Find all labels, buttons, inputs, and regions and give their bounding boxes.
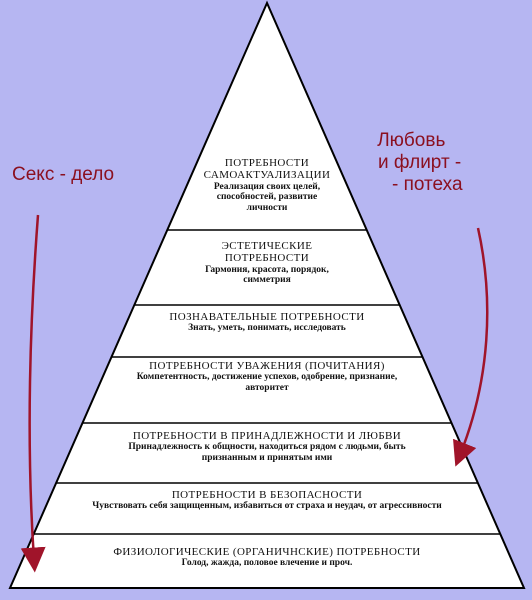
- tier-title: ПОТРЕБНОСТИ В ПРИНАДЛЕЖНОСТИ И ЛЮБВИ: [132, 430, 402, 442]
- right-note-line: - потеха: [392, 173, 463, 195]
- tier-safety: ПОТРЕБНОСТИ В БЕЗОПАСНОСТИ Чувствовать с…: [77, 489, 457, 512]
- tier-self-actualization: ПОТРЕБНОСТИ САМОАКТУАЛИЗАЦИИ Реализация …: [197, 157, 337, 214]
- tier-description: Голод, жажда, половое влечение и проч.: [181, 558, 353, 569]
- tier-title: ФИЗИОЛОГИЧЕСКИЕ (ОРГАНИЧНСКИЕ) ПОТРЕБНОС…: [113, 546, 421, 558]
- tier-description: Принадлежность к общности, находиться ря…: [128, 442, 406, 463]
- tier-description: Реализация своих целей, способностей, ра…: [213, 181, 321, 213]
- tier-description: Компетентность, достижение успехов, одоб…: [136, 372, 398, 393]
- tier-title: ПОЗНАВАТЕЛЬНЫЕ ПОТРЕБНОСТИ: [169, 311, 365, 323]
- tier-title: ЭСТЕТИЧЕСКИЕ ПОТРЕБНОСТИ: [221, 240, 313, 265]
- tier-title: ПОТРЕБНОСТИ УВАЖЕНИЯ (ПОЧИТАНИЯ): [149, 360, 385, 372]
- tier-title: ПОТРЕБНОСТИ В БЕЗОПАСНОСТИ: [171, 489, 363, 501]
- tier-physiological: ФИЗИОЛОГИЧЕСКИЕ (ОРГАНИЧНСКИЕ) ПОТРЕБНОС…: [57, 546, 477, 569]
- tier-esteem: ПОТРЕБНОСТИ УВАЖЕНИЯ (ПОЧИТАНИЯ) Компете…: [127, 360, 407, 394]
- left-note: Секс - дело: [12, 164, 115, 185]
- tier-aesthetic: ЭСТЕТИЧЕСКИЕ ПОТРЕБНОСТИ Гармония, красо…: [192, 240, 342, 286]
- right-note-line: и флирт -: [378, 151, 462, 173]
- tier-description: Знать, уметь, понимать, исследовать: [188, 323, 346, 334]
- tier-cognitive: ПОЗНАВАТЕЛЬНЫЕ ПОТРЕБНОСТИ Знать, уметь,…: [152, 311, 382, 334]
- left-arrow: [20, 214, 46, 573]
- right-note: Любовь и флирт - - потеха: [360, 130, 463, 196]
- tier-description: Чувствовать себя защищенным, избавиться …: [92, 501, 442, 512]
- right-arrow: [453, 227, 489, 467]
- right-note-line: Любовь: [377, 130, 446, 151]
- tier-title: ПОТРЕБНОСТИ САМОАКТУАЛИЗАЦИИ: [203, 157, 331, 182]
- tier-description: Гармония, красота, порядок, симметрия: [205, 264, 329, 286]
- tier-belonging-love: ПОТРЕБНОСТИ В ПРИНАДЛЕЖНОСТИ И ЛЮБВИ При…: [102, 430, 432, 464]
- pyramid-outline: [8, 0, 526, 589]
